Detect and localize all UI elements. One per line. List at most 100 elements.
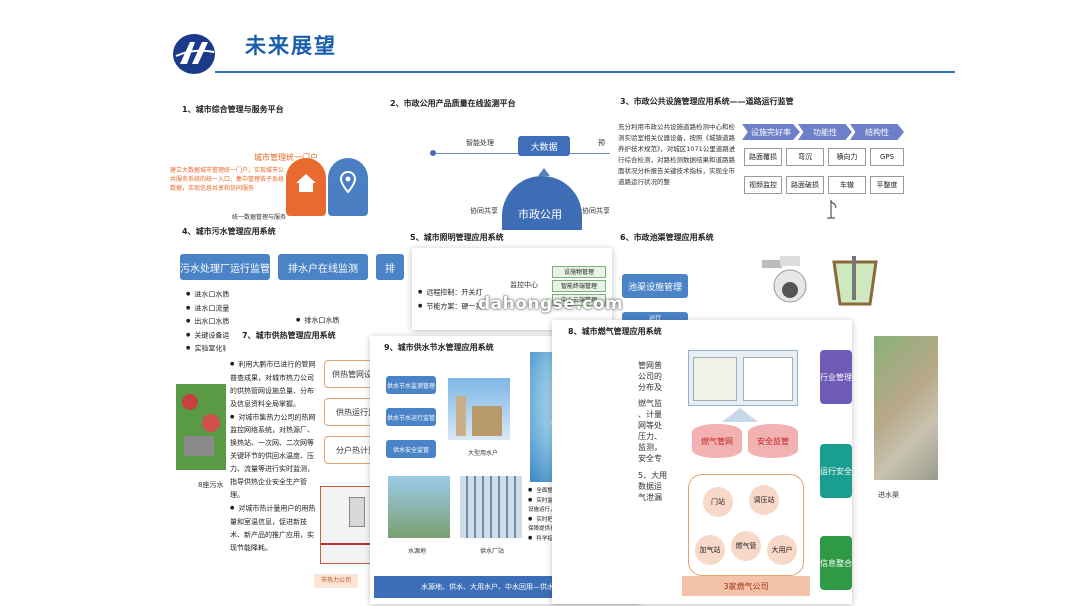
chevron-integrity: 设施完好率 xyxy=(742,124,800,140)
home-tile xyxy=(286,158,326,216)
heating-bullets: 利用大鹏市已进行的管网普查成果，对城市热力公司的供热管网设施总量、分布及信息资料… xyxy=(230,358,320,555)
section-3-body: 充分利用市政公共设施道路检测中心和检测实验室相关仪器设备，按照《城镇道路养护技术… xyxy=(618,123,736,186)
drainage-bullets: 排水口水质 xyxy=(296,314,339,328)
channel-operation-button[interactable]: 运行 xyxy=(622,312,688,322)
bigdata-box: 大数据 xyxy=(518,136,570,156)
list-item: 节能方案：硬一亮 xyxy=(418,300,482,314)
list-item: 对城市热计量用户的用热量和室温信息，促进新技术、新产品的推广应用，实现节能降耗。 xyxy=(230,502,320,555)
large-user-photo xyxy=(448,378,510,440)
section-8-heading: 8、城市燃气管理应用系统 xyxy=(568,327,662,336)
section-1-panel: 城市管理统一门户 建立大数据城市管理统一门户，实现城市公共服务系统的统一入口，集… xyxy=(170,148,370,221)
chevron-structure: 结构性 xyxy=(850,124,904,140)
list-item: 出水口水质 xyxy=(186,315,229,329)
hub-node: 加气站 xyxy=(695,535,725,565)
lighting-tag: 中心云端管理 xyxy=(552,294,606,306)
up-arrow-icon xyxy=(538,168,550,176)
section-1-heading: 1、城市综合管理与服务平台 xyxy=(182,105,284,114)
hub-node: 调压站 xyxy=(749,485,779,515)
list-item: 远程控制：开关灯 xyxy=(418,286,482,300)
lighting-tag: 智能终端管理 xyxy=(552,280,606,292)
section-3-heading: 3、市政公共设施管理应用系统——道路运行监管 xyxy=(620,97,794,106)
channel-gauge-icon xyxy=(830,252,880,310)
municipal-label: 市政公用 xyxy=(518,208,562,221)
metric-cell: 平整度 xyxy=(870,176,904,194)
water-plant-photo xyxy=(460,476,522,538)
list-item: 实验室化验 xyxy=(186,342,229,356)
plant-aerial-photo xyxy=(176,384,228,470)
list-item: 排水口水质 xyxy=(296,314,339,328)
operation-safety-pill[interactable]: 运行安全 xyxy=(820,444,852,498)
home-icon xyxy=(296,174,316,192)
location-tile xyxy=(328,158,368,216)
industry-management-pill[interactable]: 行业管理 xyxy=(820,350,852,404)
cctv-camera-icon xyxy=(758,252,814,310)
metric-cell: 路面覆损 xyxy=(744,148,782,166)
section-4-heading: 4、城市污水管理应用系统 xyxy=(182,227,276,236)
list-item: 进水口流量 xyxy=(186,302,229,316)
hub-node: 燃气管 xyxy=(731,531,761,561)
water-operation-button[interactable]: 供水节水运行监管 xyxy=(386,408,436,426)
gas-company-label: 3家燃气公司 xyxy=(682,576,810,596)
metric-cell: 车辙 xyxy=(828,176,866,194)
section-5-panel: 远程控制：开关灯 节能方案：硬一亮 监控中心 设施物管理 智能终端管理 中心云端… xyxy=(412,248,612,330)
water-safety-button[interactable]: 供水安全监管 xyxy=(386,440,436,458)
partial-label: 预 xyxy=(598,139,605,147)
watermark: dahongse.com xyxy=(478,294,624,314)
water-plant-caption: 供水厂站 xyxy=(480,548,505,555)
section-2-heading: 2、市政公用产品质量在线监测平台 xyxy=(390,99,516,108)
water-source-photo xyxy=(388,476,450,538)
collab-right-label: 协同共享 xyxy=(582,207,610,215)
list-item: 关键设备运 xyxy=(186,329,229,343)
gas-network-cylinder: 燃气管网 xyxy=(692,424,742,458)
drainage-monitor-button[interactable]: 排水户在线监测 xyxy=(278,254,368,280)
metric-cell: 横向力 xyxy=(828,148,866,166)
sewage-caption: 8座污水 xyxy=(198,481,224,489)
inlet-channel-photo xyxy=(874,336,938,480)
location-pin-icon xyxy=(339,170,357,194)
company-logo-icon xyxy=(170,30,218,78)
metric-cell: 弯沉 xyxy=(786,148,824,166)
metric-cell: GPS xyxy=(870,148,904,166)
title-divider xyxy=(215,71,955,73)
inlet-channel-caption: 进水渠 xyxy=(878,491,899,499)
information-integration-pill[interactable]: 信息整合 xyxy=(820,536,852,590)
up-arrow-icon xyxy=(722,408,758,422)
lighting-bullets: 远程控制：开关灯 节能方案：硬一亮 xyxy=(418,286,482,313)
hub-node: 门站 xyxy=(703,487,733,517)
gas-partial-text: 管网普 公司的 分布及 燃气监 、计量 网等处 压力、 监测， 安全专 5、大用… xyxy=(638,361,668,502)
collab-left-label: 协同共享 xyxy=(470,207,498,215)
page-title: 未来展望 xyxy=(245,34,337,58)
lighting-tag: 设施物管理 xyxy=(552,266,606,278)
sewage-bullets: 进水口水质 进水口流量 出水口水质 关键设备运 实验室化验 xyxy=(186,288,229,356)
hub-node: 大用户 xyxy=(767,535,797,565)
section-8-panel: 8、城市燃气管理应用系统 管网普 公司的 分布及 燃气监 、计量 网等处 压力、… xyxy=(552,320,852,604)
metric-cell: 路面破损 xyxy=(786,176,824,194)
section-7-heading: 7、城市供热管理应用系统 xyxy=(242,331,336,340)
water-monitor-button[interactable]: 供水节水监测管理 xyxy=(386,376,436,394)
sewage-plant-button[interactable]: 污水处理厂运行监管 xyxy=(180,254,270,280)
safety-supervision-cylinder: 安全监管 xyxy=(748,424,798,458)
monitor-center-label: 监控中心 xyxy=(510,281,538,289)
list-item: 对城市集热力公司的热网监控网络系统，对热源厂、换热站、一次网、二次网等关键环节的… xyxy=(230,411,320,503)
list-item: 利用大鹏市已进行的管网普查成果，对城市热力公司的供热管网设施总量、分布及信息资料… xyxy=(230,358,320,411)
portal-description: 建立大数据城市管理统一门户，实现城市公共服务系统的统一入口，集中管理各子系统数据… xyxy=(170,167,285,192)
water-source-caption: 水源地 xyxy=(408,548,427,555)
gas-gis-screenshot xyxy=(688,350,798,406)
gps-antenna-icon xyxy=(827,200,837,219)
section-9-heading: 9、城市供水节水管理应用系统 xyxy=(384,343,494,352)
road-metrics-panel: 设施完好率 功能性 结构性 路面覆损 弯沉 横向力 GPS 视频监控 路面破损 … xyxy=(742,124,912,224)
section-7-panel: 利用大鹏市已进行的管网普查成果，对城市热力公司的供热管网设施总量、分布及信息资料… xyxy=(226,344,388,594)
section-6-heading: 6、市政池渠管理应用系统 xyxy=(620,233,714,242)
section-4-panel: 污水处理厂运行监管 排水户在线监测 排 进水口水质 进水口流量 出水口水质 关键… xyxy=(172,244,412,354)
portal-footer: 统一数据管理与服务 xyxy=(232,214,287,221)
list-item: 进水口水质 xyxy=(186,288,229,302)
heating-company-label: 市热力公司 xyxy=(314,574,358,588)
timeline-dot xyxy=(430,150,436,156)
large-user-caption: 大型用水户 xyxy=(468,450,499,457)
channel-facility-button[interactable]: 池渠设施管理 xyxy=(622,274,688,298)
smart-processing-label: 智能处理 xyxy=(466,139,494,147)
chevron-function: 功能性 xyxy=(798,124,852,140)
portal-banner: 城市管理统一门户 xyxy=(254,153,318,162)
metric-cell: 视频监控 xyxy=(744,176,782,194)
drainage-partial-button[interactable]: 排 xyxy=(376,254,404,280)
